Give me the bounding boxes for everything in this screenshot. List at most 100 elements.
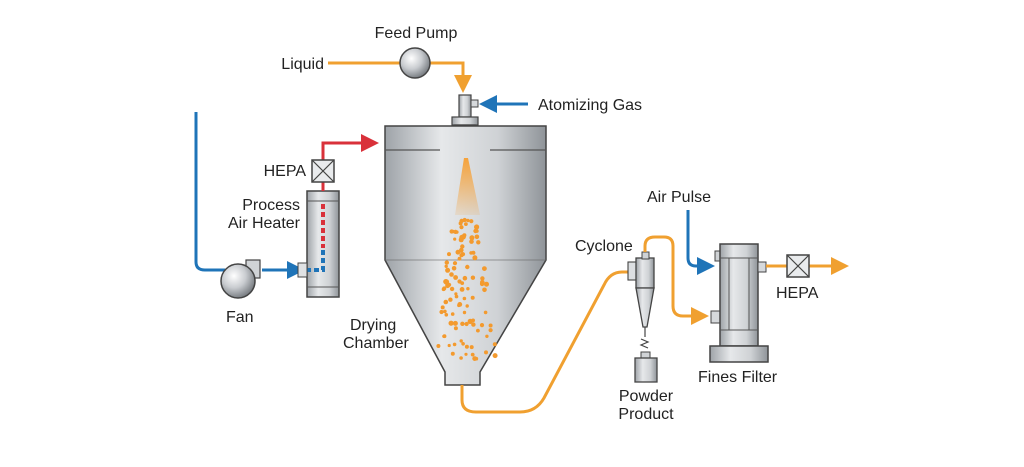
spray-droplet [449, 286, 455, 292]
spray-droplet [459, 253, 464, 258]
spray-droplet [459, 339, 463, 343]
feed-pump-label: Feed Pump [375, 25, 458, 42]
drying-chamber-label-line1: Drying [350, 317, 396, 334]
hepa-right-label: HEPA [776, 285, 819, 302]
spray-droplet [457, 256, 462, 261]
spray-droplet [439, 309, 444, 315]
spray-droplet [469, 239, 474, 244]
spray-droplet [454, 292, 458, 296]
spray-droplet [452, 320, 458, 326]
fan [220, 259, 261, 299]
spray-droplet [450, 351, 455, 356]
spray-droplet [447, 343, 451, 348]
spray-droplet [476, 328, 480, 333]
inlet-air-line [194, 112, 305, 279]
liquid-feed-line [328, 61, 472, 93]
spray-droplet [452, 342, 457, 347]
spray-droplet [484, 281, 489, 287]
spray-droplet [470, 295, 475, 300]
spray-droplet [448, 297, 453, 302]
spray-droplets [436, 217, 498, 361]
spray-droplet [440, 305, 445, 310]
spray-droplet [459, 249, 463, 253]
fines-filter [709, 243, 769, 363]
spray-droplet [469, 235, 475, 241]
spray-droplet [472, 255, 478, 261]
spray-droplet [465, 264, 470, 270]
hepa-filter-right [786, 254, 810, 278]
drying-chamber [384, 125, 547, 386]
spray-droplet [448, 320, 454, 326]
liquid-label: Liquid [281, 56, 324, 73]
spray-droplet [474, 356, 479, 361]
spray-droplet [460, 321, 465, 326]
cyclone-label: Cyclone [575, 238, 633, 255]
spray-droplet [492, 353, 498, 359]
spray-droplet [442, 334, 447, 339]
spray-droplet [471, 322, 476, 327]
atomizing-gas-label: Atomizing Gas [538, 97, 642, 114]
spray-droplet [484, 350, 488, 355]
spray-droplet [464, 352, 468, 356]
spray-cone [455, 158, 480, 215]
cyclone-to-filter-line [643, 235, 709, 325]
spray-droplet [453, 275, 458, 280]
spray-droplet [464, 321, 469, 327]
spray-droplet [465, 304, 469, 308]
hepa-filter-left [311, 159, 335, 183]
feed-pump [399, 47, 431, 79]
spray-droplet [458, 237, 464, 243]
process-air-heater [297, 190, 340, 298]
powder-product-container [634, 327, 658, 383]
spray-droplet [450, 312, 455, 316]
spray-droplet [453, 326, 458, 331]
spray-droplet [467, 318, 473, 324]
spray-droplet [459, 287, 465, 292]
spray-droplet [464, 222, 468, 227]
cyclone [627, 251, 655, 328]
spray-droplet [470, 275, 476, 280]
spray-droplet [455, 230, 459, 234]
process-air-heater-label-line1: Process [242, 197, 300, 214]
spray-droplet [443, 299, 449, 305]
spray-droplet [442, 286, 447, 291]
spray-droplet [480, 276, 485, 281]
spray-droplet [454, 294, 459, 299]
process-air-heater-label-line2: Air Heater [228, 215, 301, 232]
spray-droplet [474, 234, 480, 240]
spray-droplet [485, 334, 489, 338]
spray-droplet [474, 224, 480, 230]
spray-droplet [482, 287, 487, 293]
spray-droplet [443, 279, 449, 285]
spray-droplet [470, 352, 475, 357]
spray-droplet [469, 345, 474, 350]
spray-droplet [452, 261, 458, 266]
spray-droplet [492, 342, 497, 347]
spray-droplet [462, 310, 467, 315]
spray-droplet [444, 313, 449, 317]
spray-droplet [457, 279, 462, 284]
air-pulse-label: Air Pulse [647, 189, 711, 206]
spray-droplet [449, 272, 454, 277]
spray-droplet [459, 356, 463, 360]
spray-droplet [475, 229, 479, 233]
spray-droplet [469, 219, 474, 224]
fan-label: Fan [226, 309, 254, 326]
hot-air-line [321, 134, 379, 191]
spray-droplet [462, 296, 467, 301]
spray-droplet [479, 323, 485, 328]
air-pulse-line [686, 210, 715, 275]
spray-droplet [459, 225, 464, 230]
spray-droplet [445, 267, 451, 273]
spray-droplet [444, 260, 449, 265]
spray-droplet [447, 282, 452, 287]
hepa-left-label: HEPA [264, 163, 307, 180]
spray-droplet [451, 266, 457, 271]
spray-droplet [436, 344, 441, 348]
spray-droplet [466, 287, 470, 291]
powder-product-label-line1: Powder [619, 388, 674, 405]
powder-product-label-line2: Product [618, 406, 674, 423]
spray-droplet [483, 310, 488, 315]
spray-droplet [466, 218, 470, 223]
